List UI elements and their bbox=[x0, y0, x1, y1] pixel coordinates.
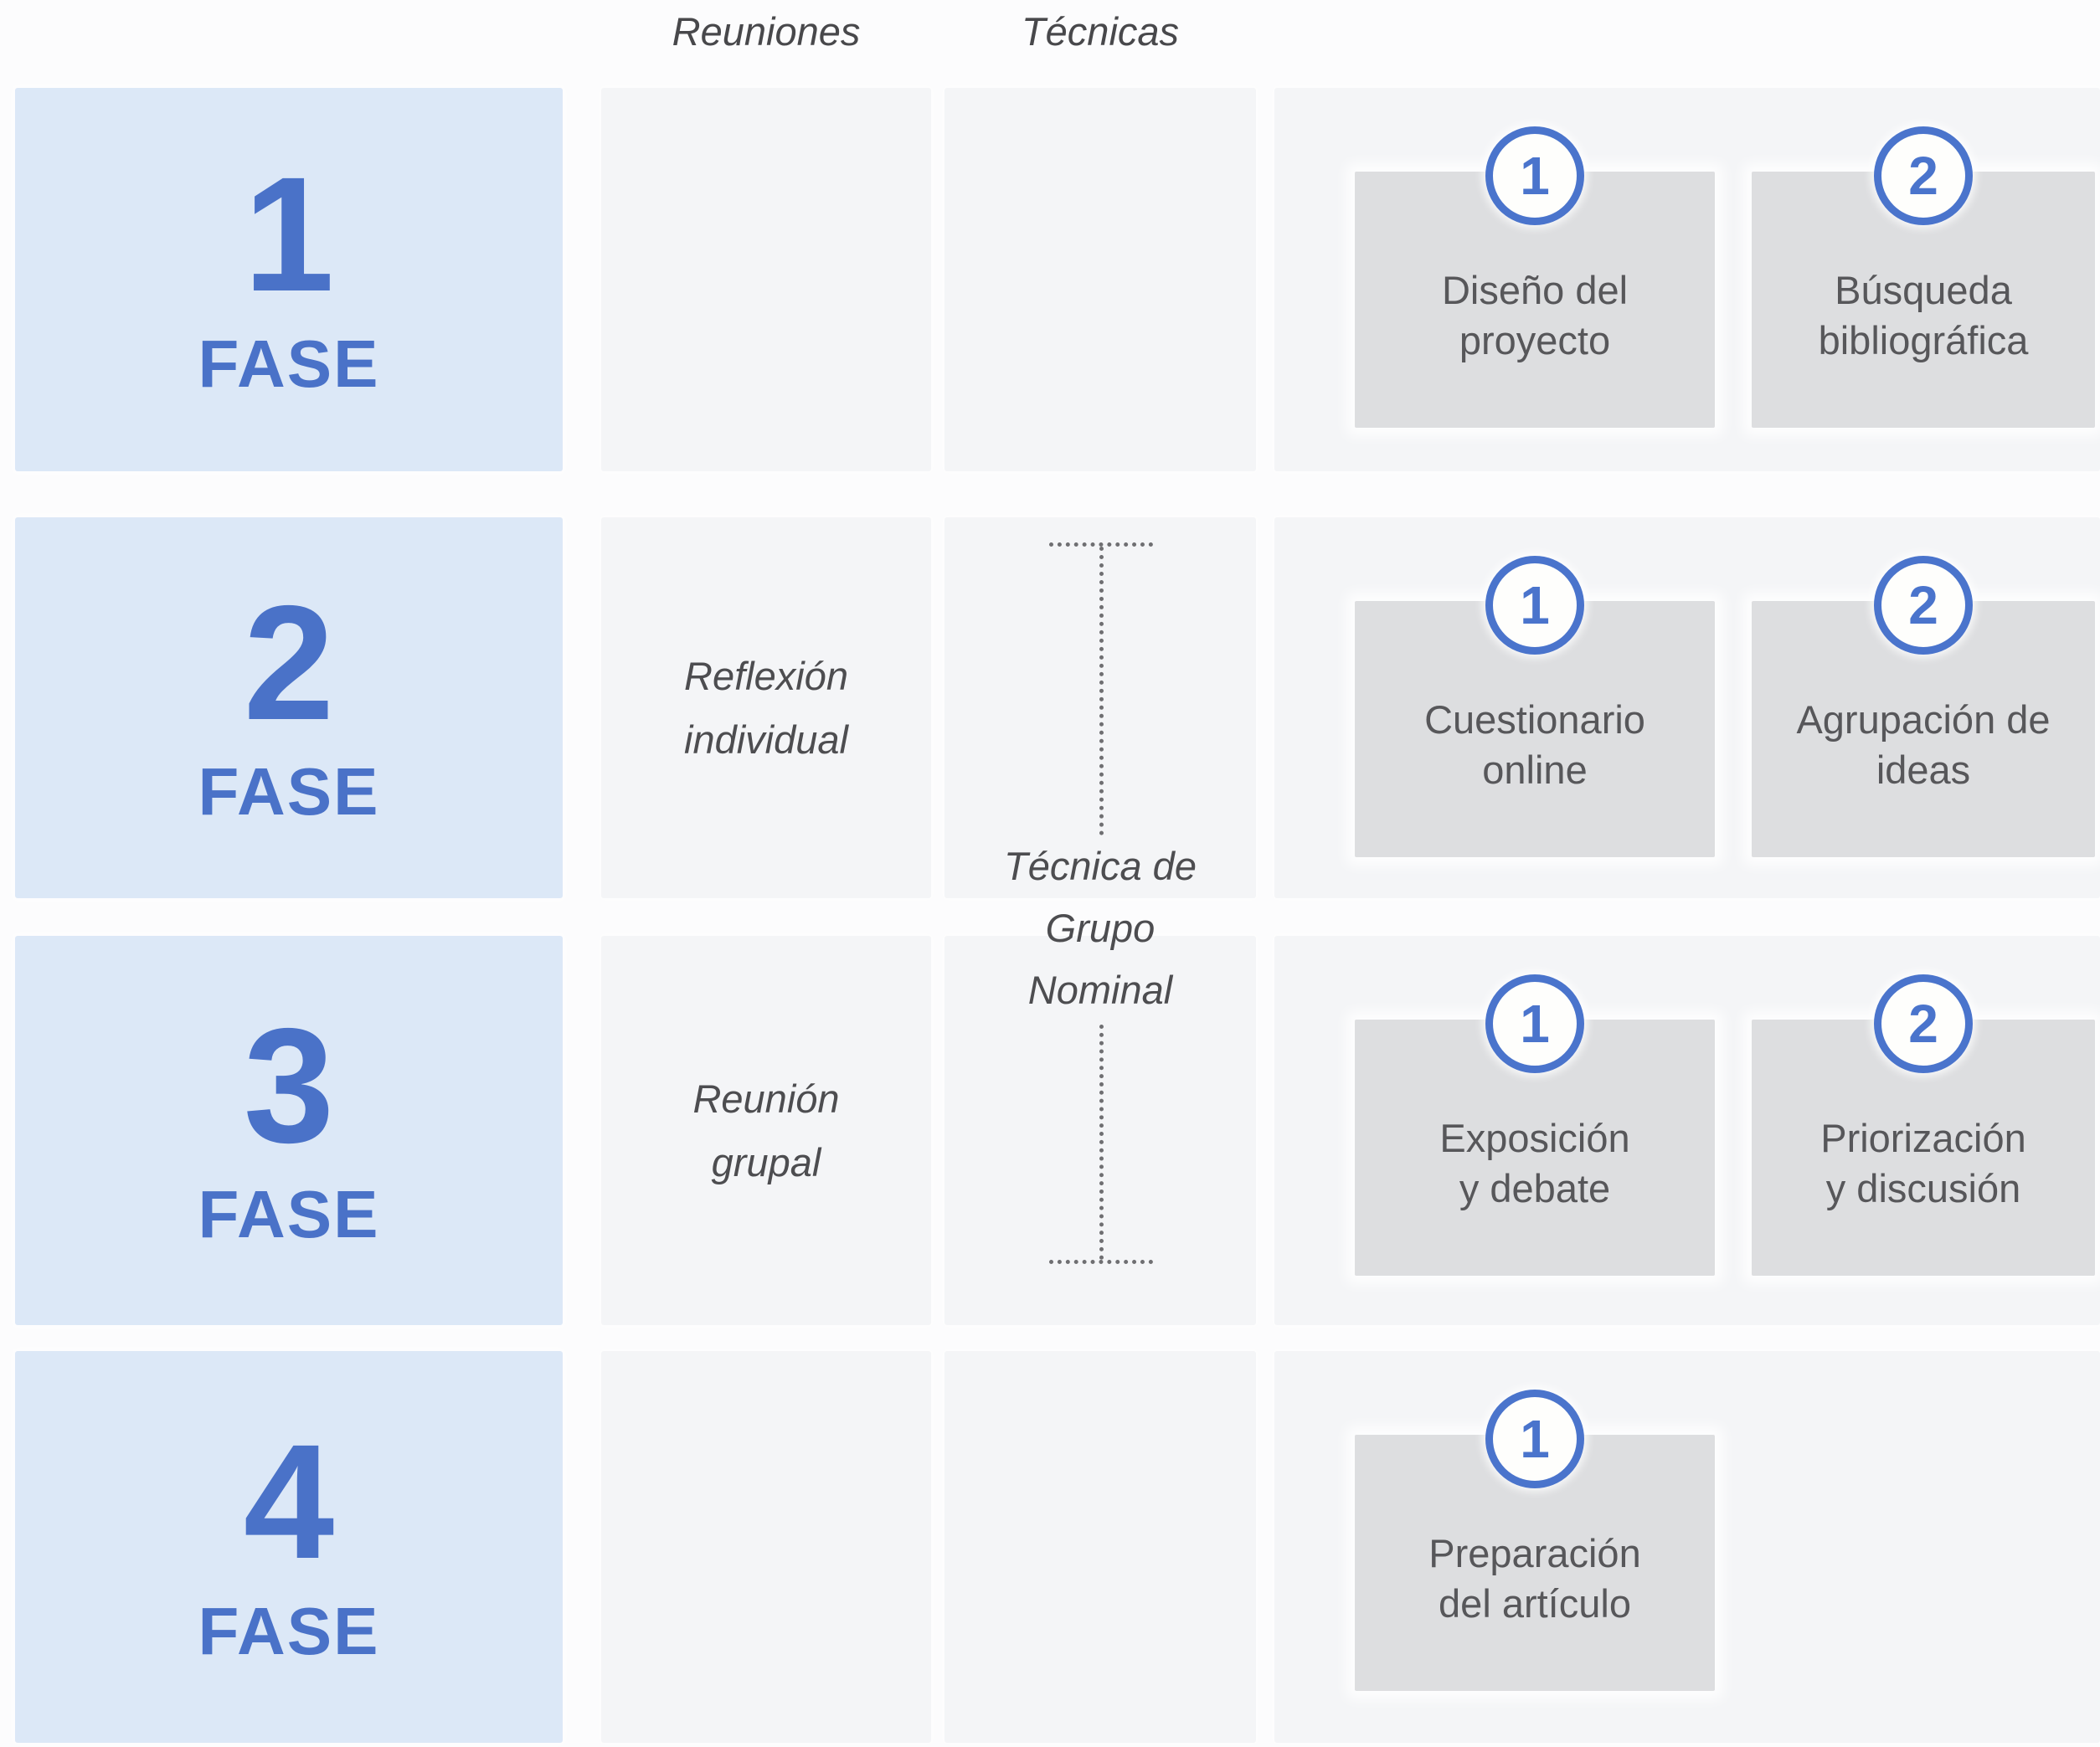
meeting-line2: individual bbox=[684, 717, 848, 762]
task-number-badge: 1 bbox=[1485, 1390, 1584, 1488]
task-box-priorizacion-y-discusion: 2 Priorización y discusión bbox=[1752, 974, 2095, 1276]
phase-1-panel: 1 FASE bbox=[15, 88, 563, 471]
technique-bracket-top-bar bbox=[1049, 542, 1153, 547]
phase-4-techniques-cell bbox=[944, 1351, 1256, 1743]
task-number-badge: 1 bbox=[1485, 556, 1584, 655]
phase-4-meetings-cell bbox=[601, 1351, 931, 1743]
task-label-line1: Diseño del bbox=[1441, 268, 1629, 312]
phase-3-label: FASE bbox=[198, 1177, 380, 1252]
task-box-cuestionario-online: 1 Cuestionario online bbox=[1355, 556, 1715, 857]
task-label: Exposición y debate bbox=[1355, 1113, 1715, 1214]
task-box-preparacion-del-articulo: 1 Preparación del artículo bbox=[1355, 1390, 1715, 1691]
meeting-text: Reflexión individual bbox=[684, 645, 848, 772]
technique-bracket-lower-line bbox=[1099, 1025, 1104, 1260]
phase-2-number: 2 bbox=[243, 571, 335, 754]
technique-line1: Técnica de bbox=[1004, 844, 1197, 888]
task-label-line1: Preparación bbox=[1428, 1531, 1641, 1575]
phase-4-panel: 4 FASE bbox=[15, 1351, 563, 1743]
phase-2-meeting-reflexion-individual: Reflexión individual bbox=[601, 517, 931, 898]
task-label-line2: proyecto bbox=[1459, 318, 1611, 362]
task-number-badge: 2 bbox=[1874, 126, 1973, 225]
task-label-line2: del artículo bbox=[1439, 1581, 1631, 1626]
phase-1-meetings-cell bbox=[601, 88, 931, 471]
task-number-badge: 2 bbox=[1874, 556, 1973, 655]
technique-label-tecnica-grupo-nominal: Técnica de Grupo Nominal bbox=[944, 835, 1256, 1021]
task-label: Diseño del proyecto bbox=[1355, 265, 1715, 366]
task-box-exposicion-y-debate: 1 Exposición y debate bbox=[1355, 974, 1715, 1276]
phase-3-tasks-cell: 1 Exposición y debate 2 Priorización y d… bbox=[1274, 936, 2100, 1325]
phase-3-number: 3 bbox=[243, 994, 335, 1177]
column-header-reuniones: Reuniones bbox=[672, 8, 861, 54]
task-number-badge: 2 bbox=[1874, 974, 1973, 1073]
task-label: Cuestionario online bbox=[1355, 695, 1715, 795]
task-label-line2: online bbox=[1482, 748, 1588, 792]
technique-line3: Nominal bbox=[1027, 968, 1173, 1012]
phase-1-tasks-cell: 1 Diseño del proyecto 2 Búsqueda bibliog… bbox=[1274, 88, 2100, 471]
task-box-busqueda-bibliografica: 2 Búsqueda bibliográfica bbox=[1752, 126, 2095, 428]
meeting-text: Reunión grupal bbox=[692, 1067, 839, 1195]
task-label: Preparación del artículo bbox=[1355, 1529, 1715, 1629]
task-label-line2: y debate bbox=[1459, 1166, 1611, 1210]
task-label: Agrupación de ideas bbox=[1752, 695, 2095, 795]
phase-2-label: FASE bbox=[198, 754, 380, 830]
task-label: Priorización y discusión bbox=[1752, 1113, 2095, 1214]
task-label-line1: Agrupación de bbox=[1796, 697, 2051, 742]
phase-1-number: 1 bbox=[243, 143, 335, 326]
phase-4-number: 4 bbox=[243, 1410, 335, 1594]
task-label-line2: bibliográfica bbox=[1818, 318, 2029, 362]
technique-bracket-bottom-bar bbox=[1049, 1260, 1153, 1264]
meeting-line1: Reunión bbox=[692, 1076, 840, 1121]
task-label-line1: Priorización bbox=[1820, 1116, 2026, 1160]
technique-line2: Grupo bbox=[1045, 906, 1156, 950]
task-number-badge: 1 bbox=[1485, 126, 1584, 225]
task-label-line1: Búsqueda bbox=[1835, 268, 2012, 312]
column-header-tecnicas: Técnicas bbox=[1021, 8, 1180, 54]
phase-1-label: FASE bbox=[198, 326, 380, 401]
task-label-line1: Cuestionario bbox=[1424, 697, 1645, 742]
phase-2-tasks-cell: 1 Cuestionario online 2 Agrupación de id… bbox=[1274, 517, 2100, 898]
meeting-line1: Reflexión bbox=[684, 653, 848, 698]
task-box-diseno-del-proyecto: 1 Diseño del proyecto bbox=[1355, 126, 1715, 428]
task-label: Búsqueda bibliográfica bbox=[1752, 265, 2095, 366]
phase-4-tasks-cell: 1 Preparación del artículo bbox=[1274, 1351, 2100, 1743]
phase-3-panel: 3 FASE bbox=[15, 936, 563, 1325]
phase-3-meeting-reunion-grupal: Reunión grupal bbox=[601, 936, 931, 1325]
phase-1-techniques-cell bbox=[944, 88, 1256, 471]
task-label-line1: Exposición bbox=[1439, 1116, 1630, 1160]
task-label-line2: y discusión bbox=[1825, 1166, 2021, 1210]
task-number-badge: 1 bbox=[1485, 974, 1584, 1073]
task-box-agrupacion-de-ideas: 2 Agrupación de ideas bbox=[1752, 556, 2095, 857]
technique-bracket-upper-line bbox=[1099, 547, 1104, 835]
task-label-line2: ideas bbox=[1876, 748, 1971, 792]
meeting-line2: grupal bbox=[711, 1139, 821, 1184]
phase-4-label: FASE bbox=[198, 1593, 380, 1668]
phase-2-panel: 2 FASE bbox=[15, 517, 563, 898]
